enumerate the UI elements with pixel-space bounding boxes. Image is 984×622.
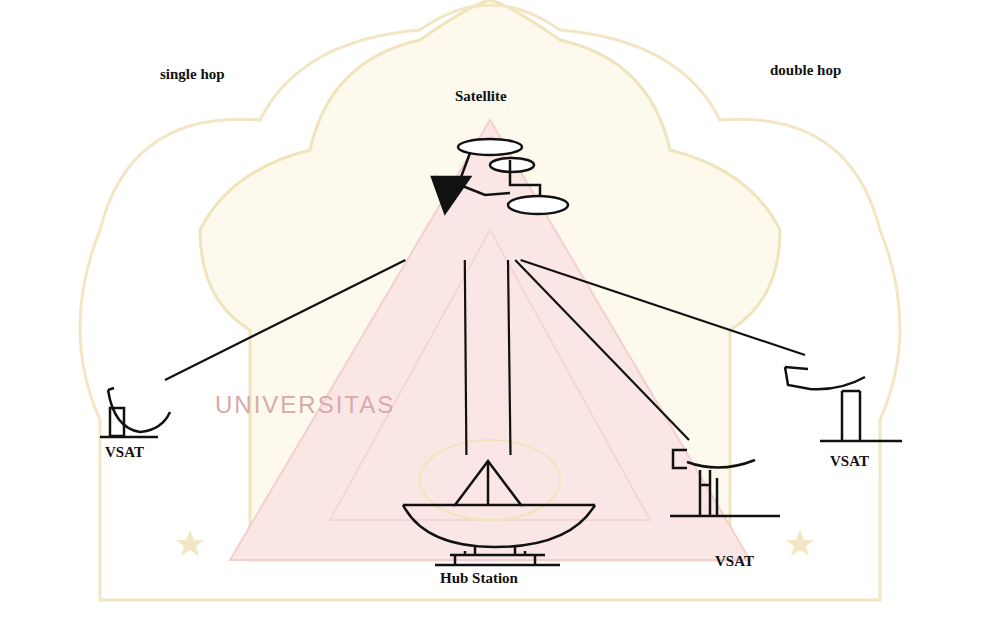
vsat-node: VSAT xyxy=(780,355,905,473)
icon-stroke xyxy=(687,460,755,468)
icon-stroke xyxy=(842,391,860,440)
icon-stroke xyxy=(785,367,865,389)
vsat-node: VSAT xyxy=(665,440,785,575)
satellite-panel xyxy=(508,196,568,214)
watermark-text: UNIVERSITAS xyxy=(215,392,395,418)
icon-stroke xyxy=(673,450,687,468)
satellite-link xyxy=(465,260,467,455)
hub-station-node: Hub Station xyxy=(395,455,605,595)
node-label: Hub Station xyxy=(440,570,518,587)
node-label: VSAT xyxy=(830,453,869,470)
icon-stroke xyxy=(785,367,808,369)
icon-stroke xyxy=(108,390,170,432)
node-label: Satellite xyxy=(455,88,507,105)
satellite-link xyxy=(521,260,805,355)
satellite-panel xyxy=(490,158,534,172)
hop-label: single hop xyxy=(160,66,225,83)
satellite-panel xyxy=(458,139,522,155)
icon-stroke xyxy=(820,440,902,443)
icon-stroke xyxy=(403,504,595,507)
icon-stroke xyxy=(487,461,490,505)
icon-stroke xyxy=(460,185,510,195)
icon-stroke xyxy=(403,505,595,547)
satellite-link xyxy=(165,260,405,380)
hop-label: double hop xyxy=(770,62,841,79)
icon-stroke xyxy=(432,177,470,213)
icon-stroke xyxy=(700,470,710,515)
node-label: VSAT xyxy=(105,444,144,461)
node-label: VSAT xyxy=(715,553,754,570)
icon-stroke xyxy=(435,564,560,567)
icon-stroke xyxy=(100,436,158,439)
vsat-node: VSAT xyxy=(100,380,200,467)
icon-stroke xyxy=(108,388,114,390)
satellite-link xyxy=(508,260,511,455)
icon-stroke xyxy=(510,160,540,197)
icon-stroke xyxy=(465,551,525,555)
icon-stroke xyxy=(670,515,780,518)
satellite-icon xyxy=(400,85,580,260)
watermark-shape xyxy=(80,0,900,600)
icon-stroke xyxy=(455,461,521,505)
satellite-node: Satellite xyxy=(400,85,580,260)
icon-stroke xyxy=(716,478,719,515)
icon-stroke xyxy=(110,408,124,436)
icon-stroke xyxy=(455,555,535,565)
